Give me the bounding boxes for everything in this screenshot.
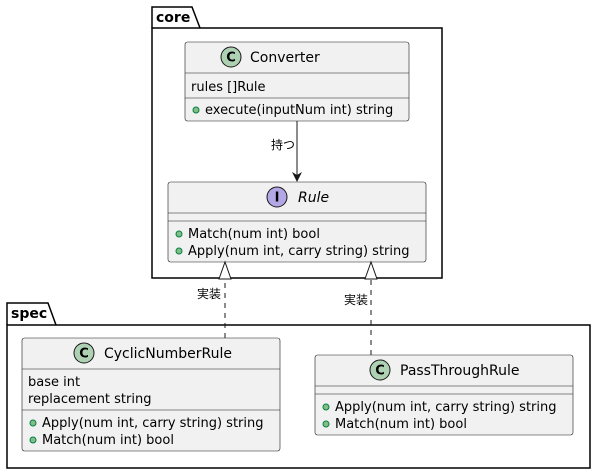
- interface-rule-method: Match(num int) bool: [188, 227, 320, 242]
- public-method-icon: [175, 230, 183, 238]
- interface-rule-method: Apply(num int, carry string) string: [188, 244, 410, 259]
- class-cyclic-field: base int: [28, 375, 80, 390]
- realization-triangle-icon: [364, 260, 378, 280]
- relation-has-label: 持つ: [271, 137, 295, 152]
- package-spec-label: spec: [11, 306, 47, 322]
- class-converter[interactable]: C Converter rules []Rule execute(inputNu…: [184, 41, 410, 122]
- class-cyclic-name: CyclicNumberRule: [104, 346, 232, 362]
- class-converter-field: rules []Rule: [191, 80, 266, 95]
- interface-rule-box: [167, 181, 427, 263]
- class-cyclic-box: [21, 337, 281, 452]
- class-converter-method: execute(inputNum int) string: [205, 103, 393, 118]
- relation-impl-pass-label: 実装: [344, 292, 368, 307]
- class-cyclic-method: Match(num int) bool: [42, 433, 174, 448]
- class-cyclic-field: replacement string: [28, 392, 151, 407]
- class-cyclic-method: Apply(num int, carry string) string: [42, 416, 264, 431]
- package-spec-tab: [6, 302, 57, 326]
- public-method-icon: [175, 247, 183, 255]
- class-icon-letter: C: [79, 347, 89, 362]
- class-converter-name: Converter: [250, 50, 320, 66]
- class-passthrough-name: PassThroughRule: [400, 363, 520, 379]
- class-pass-through-rule[interactable]: C PassThroughRule Apply(num int, carry s…: [314, 354, 574, 436]
- class-icon: [369, 359, 391, 381]
- relation-has: 持つ: [271, 121, 302, 182]
- package-core-tab: [151, 6, 201, 29]
- public-method-icon: [192, 106, 200, 114]
- class-icon-letter: C: [375, 364, 385, 379]
- relation-impl-pass: 実装: [344, 260, 378, 355]
- public-method-icon: [322, 420, 330, 428]
- public-method-icon: [29, 436, 37, 444]
- interface-rule[interactable]: I Rule Match(num int) bool Apply(num int…: [167, 181, 427, 263]
- class-icon: [220, 46, 242, 68]
- relation-impl-cyclic-label: 実装: [197, 286, 221, 301]
- class-passthrough-method: Apply(num int, carry string) string: [335, 400, 557, 415]
- realization-triangle-icon: [218, 260, 232, 280]
- package-core-label: core: [156, 10, 190, 26]
- relation-impl-cyclic: 実装: [197, 260, 232, 338]
- interface-icon-letter: I: [275, 191, 280, 206]
- public-method-icon: [29, 419, 37, 427]
- interface-icon: [266, 186, 288, 208]
- class-icon-letter: C: [226, 51, 236, 66]
- class-icon: [73, 342, 95, 364]
- class-passthrough-method: Match(num int) bool: [335, 417, 467, 432]
- public-method-icon: [322, 403, 330, 411]
- interface-rule-name: Rule: [298, 190, 329, 206]
- class-cyclic-number-rule[interactable]: C CyclicNumberRule base int replacement …: [21, 337, 281, 452]
